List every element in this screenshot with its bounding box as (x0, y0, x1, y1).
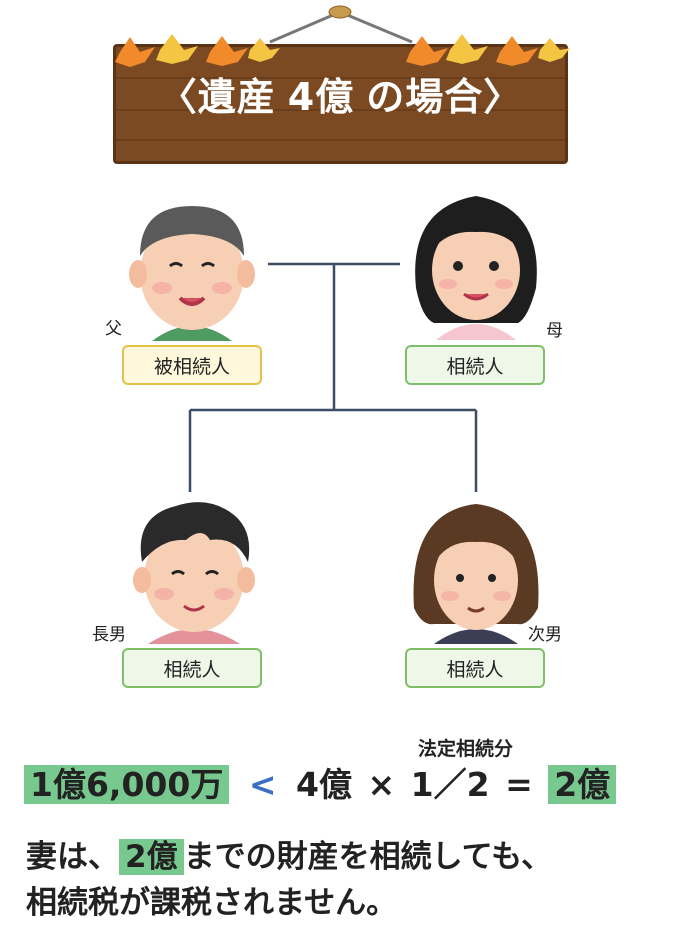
explanation-text: 妻は、2億までの財産を相続しても、 相続税が課税されません。 (26, 834, 666, 926)
father-relation-label: 父 (105, 319, 122, 339)
father-avatar-icon (129, 206, 255, 341)
wooden-sign (113, 44, 568, 164)
note-line1-prefix: 妻は、 (26, 839, 119, 875)
statutory-share-fraction: 1／2 (410, 765, 490, 804)
note-highlight-amount: 2億 (119, 839, 184, 875)
spouse-deduction-amount: 1億6,000万 (24, 765, 230, 804)
second-son-role-badge: 相続人 (405, 648, 545, 688)
eldest-son-relation-label: 長男 (92, 625, 126, 645)
less-than-symbol: < (248, 765, 277, 804)
sign-title-amount: 4億 (287, 75, 355, 119)
mother-relation-label: 母 (546, 321, 563, 341)
tax-formula: 1億6,000万 < 4億 × 1／2 = 2億 (24, 758, 617, 806)
spouse-share-result: 2億 (548, 765, 617, 804)
times-symbol: × (367, 765, 396, 804)
mother-role-badge: 相続人 (405, 345, 545, 385)
statutory-share-label: 法定相続分 (418, 738, 514, 760)
sign-title-prefix: 〈遺産 (158, 75, 276, 119)
second-son-avatar-icon (413, 504, 539, 644)
estate-amount: 4億 (296, 765, 352, 804)
second-son-relation-label: 次男 (528, 625, 562, 645)
note-line1-suffix: までの財産を相続しても、 (183, 839, 553, 875)
eldest-son-role-badge: 相続人 (122, 648, 262, 688)
note-line2: 相続税が課税されません。 (26, 885, 398, 921)
sign-title-suffix: の場合〉 (366, 75, 523, 119)
mother-avatar-icon (415, 196, 537, 340)
sign-string (269, 5, 413, 44)
maple-leaves-decoration (115, 34, 570, 67)
father-role-badge: 被相続人 (122, 345, 262, 385)
eldest-son-avatar-icon (133, 502, 255, 644)
equals-symbol: = (505, 765, 533, 804)
